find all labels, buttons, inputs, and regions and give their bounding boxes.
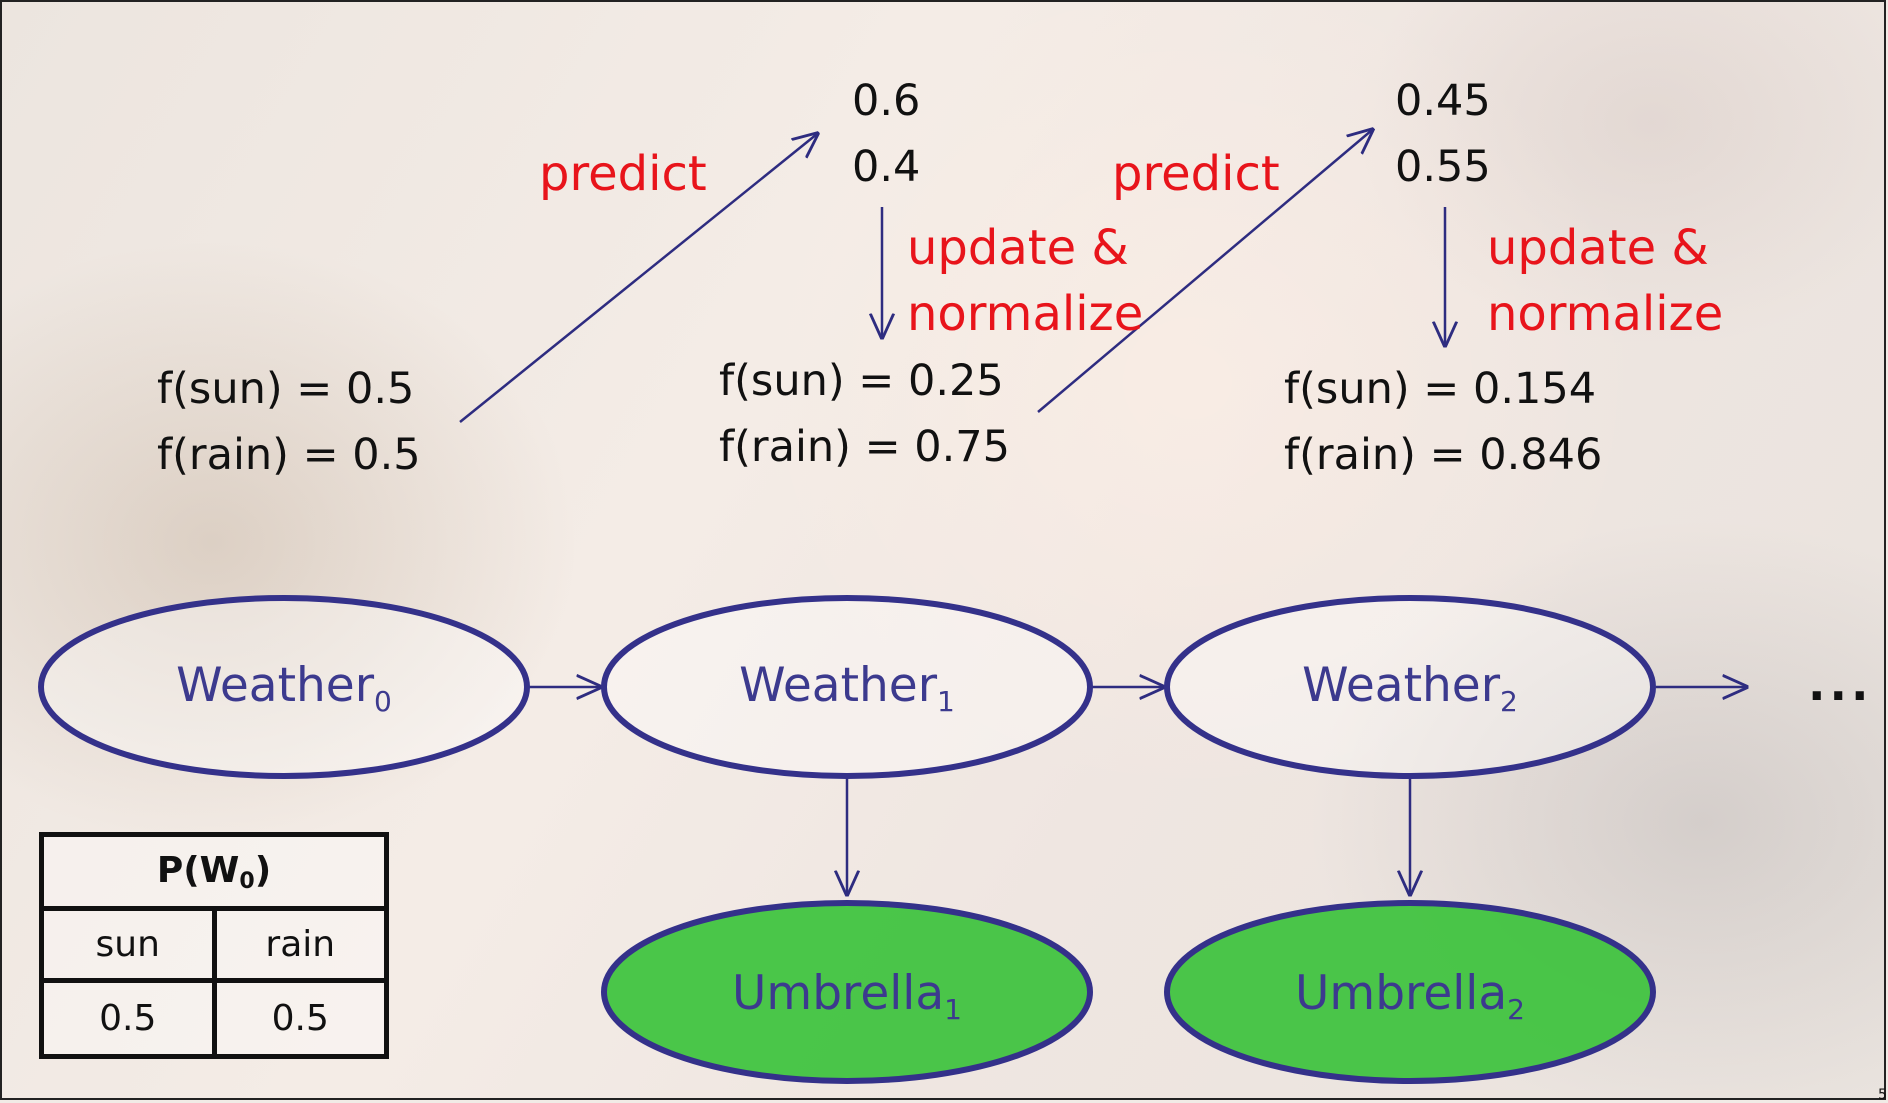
predict-label-1: predict — [539, 146, 707, 202]
umbrella1-node — [601, 900, 1093, 1084]
umbrella1-label: Umbrella1 — [732, 966, 962, 1026]
step2-sun-belief: f(sun) = 0.154 — [1284, 364, 1597, 414]
predict-arrow-1 — [459, 134, 817, 423]
step1-sun-belief: f(sun) = 0.25 — [719, 356, 1004, 406]
update-label-1-line2: normalize — [907, 286, 1144, 342]
prior-table-value-sun: 0.5 — [39, 978, 217, 1059]
weather2-node — [1164, 595, 1656, 779]
step0-sun-belief: f(sun) = 0.5 — [157, 364, 415, 414]
weather0-node — [38, 595, 530, 779]
weather2-label: Weather2 — [1302, 658, 1518, 718]
prior-table-header-sun: sun — [39, 906, 217, 983]
predict-label-2: predict — [1112, 146, 1280, 202]
step2-predicted-sun: 0.45 — [1395, 76, 1491, 126]
prior-table-title: P(W0) — [39, 832, 389, 911]
step1-predicted-rain: 0.4 — [852, 142, 921, 192]
umbrella2-node — [1164, 900, 1656, 1084]
update-label-1-line1: update & — [907, 220, 1129, 276]
update-label-2-line2: normalize — [1487, 286, 1724, 342]
predict-arrow-2 — [1037, 130, 1372, 413]
prior-table-value-rain: 0.5 — [211, 978, 389, 1059]
umbrella2-label: Umbrella2 — [1295, 966, 1525, 1026]
page-number: 5 — [1878, 1087, 1887, 1103]
prior-table: P(W0) sun rain 0.5 0.5 — [39, 832, 389, 1059]
update-label-2-line1: update & — [1487, 220, 1709, 276]
step1-rain-belief: f(rain) = 0.75 — [719, 422, 1011, 472]
ellipsis-continuation: ... — [1808, 657, 1873, 711]
weather1-label: Weather1 — [739, 658, 955, 718]
step2-rain-belief: f(rain) = 0.846 — [1284, 430, 1603, 480]
step0-rain-belief: f(rain) = 0.5 — [157, 430, 421, 480]
weather1-node — [601, 595, 1093, 779]
step2-predicted-rain: 0.55 — [1395, 142, 1491, 192]
prior-table-header-rain: rain — [211, 906, 389, 983]
weather0-label: Weather0 — [176, 658, 392, 718]
step1-predicted-sun: 0.6 — [852, 76, 921, 126]
